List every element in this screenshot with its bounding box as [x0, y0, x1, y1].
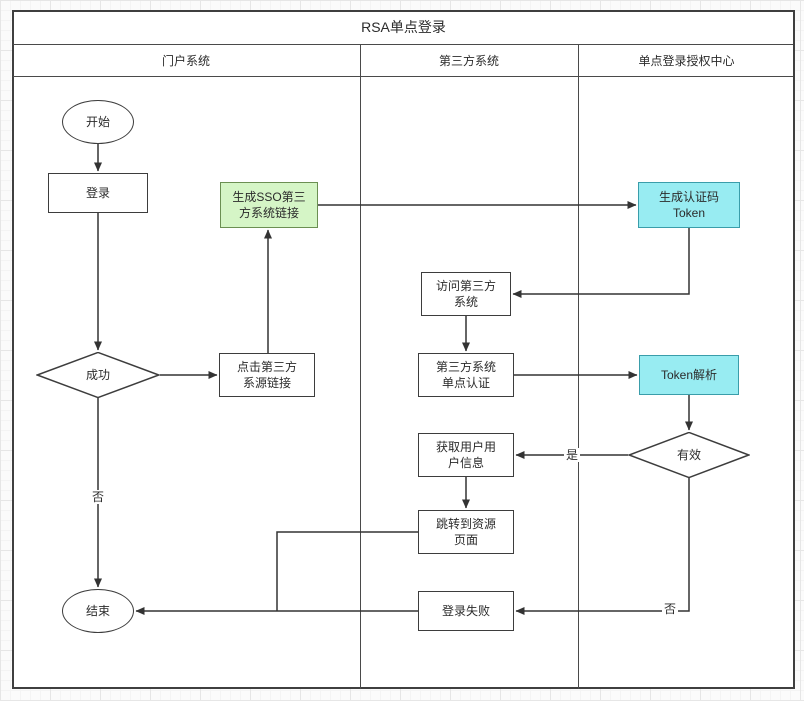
node-login-fail-label: 登录失败	[441, 604, 490, 618]
node-jump-resource[interactable]: 跳转到资源 页面	[418, 510, 514, 554]
node-success-decision[interactable]: 成功	[36, 352, 160, 398]
node-click-third-link[interactable]: 点击第三方 系源链接	[219, 353, 315, 397]
node-end[interactable]: 结束	[62, 589, 134, 633]
node-login-fail[interactable]: 登录失败	[418, 591, 514, 631]
node-end-label: 结束	[85, 604, 110, 618]
lane-divider-2	[578, 44, 579, 689]
node-generate-sso-link-label: 生成SSO第三 方系统链接	[232, 190, 306, 220]
node-login[interactable]: 登录	[48, 173, 148, 213]
node-valid-decision-label: 有效	[676, 448, 701, 462]
lane-divider-1	[360, 44, 361, 689]
node-visit-third-party-label: 访问第三方 系统	[435, 279, 496, 309]
diamond-shape	[628, 432, 750, 478]
node-token-parse[interactable]: Token解析	[639, 355, 739, 395]
node-third-party-auth-label: 第三方系统 单点认证	[435, 360, 496, 390]
node-generate-sso-link[interactable]: 生成SSO第三 方系统链接	[220, 182, 318, 228]
node-start[interactable]: 开始	[62, 100, 134, 144]
diagram-title[interactable]: RSA单点登录	[361, 19, 446, 35]
node-get-user-info-label: 获取用户用 户信息	[435, 440, 496, 470]
node-start-label: 开始	[85, 115, 110, 129]
lane-header-sso-center[interactable]: 单点登录授权中心	[638, 53, 735, 68]
edge-label-success-no: 否	[89, 490, 107, 504]
node-valid-decision[interactable]: 有效	[628, 432, 750, 478]
diamond-shape	[36, 352, 160, 398]
node-visit-third-party[interactable]: 访问第三方 系统	[421, 272, 511, 316]
lane-header-third-party[interactable]: 第三方系统	[438, 53, 499, 68]
lane-header-portal[interactable]: 门户系统	[161, 53, 210, 68]
node-click-third-link-label: 点击第三方 系源链接	[236, 360, 297, 390]
node-success-decision-label: 成功	[85, 368, 110, 382]
title-separator	[13, 44, 793, 45]
edge-label-valid-no: 否	[661, 602, 679, 616]
node-token-parse-label: Token解析	[660, 368, 718, 382]
node-jump-resource-label: 跳转到资源 页面	[435, 517, 496, 547]
edge-label-valid-yes: 是	[563, 448, 581, 462]
lane-header-separator	[13, 76, 793, 77]
node-generate-token[interactable]: 生成认证码 Token	[638, 182, 740, 228]
node-login-label: 登录	[85, 186, 110, 200]
node-generate-token-label: 生成认证码 Token	[658, 190, 719, 220]
node-get-user-info[interactable]: 获取用户用 户信息	[418, 433, 514, 477]
node-third-party-auth[interactable]: 第三方系统 单点认证	[418, 353, 514, 397]
